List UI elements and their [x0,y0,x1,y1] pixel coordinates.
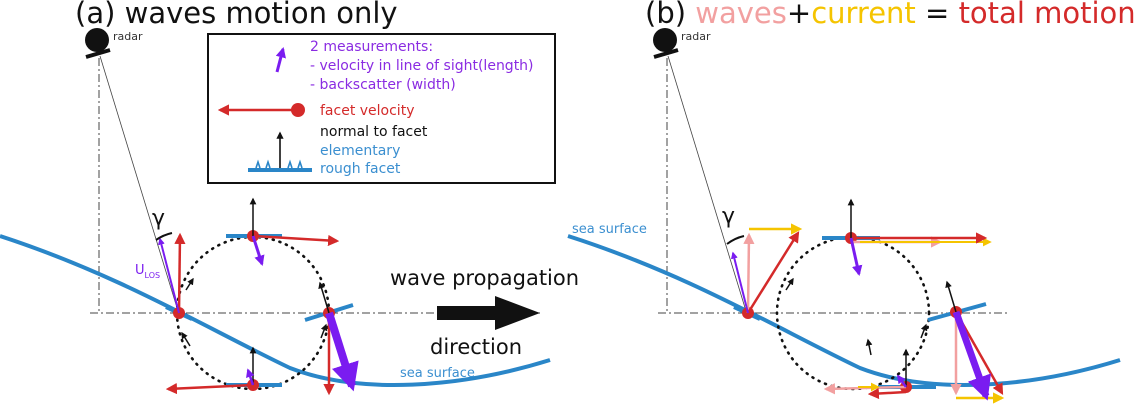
ulos-label: ULOS [135,263,160,280]
legend-rough-line1: elementary [320,143,400,159]
facet-bottom [165,346,282,395]
orbit-direction-arrow [785,277,794,291]
facet-right [304,281,359,396]
wave-propagation-arrow [437,296,540,330]
legend-measurement-1: - velocity in line of sight(length) [310,58,534,74]
legend-measurements-title: 2 measurements: [310,39,433,55]
radar-label: radar [681,30,711,43]
legend-rough-line2: rough facet [320,161,401,177]
orbit-direction-arrow [865,338,873,356]
radar-icon [653,28,679,59]
facet-left [155,232,193,321]
panel-a-title: (a) waves motion only [75,0,398,30]
orbit-direction-arrow [320,323,328,339]
panel-a: (a) waves motion only radar sea surface … [0,0,579,396]
legend-box: 2 measurements: - velocity in line of si… [207,33,556,184]
facet-bottom [823,348,936,400]
sea-surface-curve [567,234,1121,387]
gamma-label: γ [152,206,165,231]
facet-right [927,280,1005,404]
facet-top [822,198,992,277]
wave-propagation-label: wave propagation [390,266,579,290]
orbit-direction-arrow [181,331,191,347]
sea-surface-label: sea surface [572,222,647,237]
legend-measurement-arrow [275,46,286,73]
legend-rough-facet-icon [248,159,312,172]
sea-surface-curve [0,234,551,387]
line-of-sight [99,55,179,312]
radar-icon [85,28,111,59]
facet-top [226,197,340,266]
radar-label: radar [113,30,143,43]
panel-b: (b) waves+current = total motion radar s… [567,0,1136,404]
orbit-direction-arrow [185,277,194,291]
legend-facet-dot [291,103,305,117]
gamma-label: γ [722,204,735,229]
wave-direction-label: direction [430,335,522,359]
facet-left [726,223,803,321]
line-of-sight [667,55,747,312]
panel-b-title: (b) waves+current = total motion [645,0,1136,30]
sea-surface-label: sea surface [400,366,475,381]
orbit-direction-arrow [920,323,928,339]
legend-measurement-2: - backscatter (width) [310,77,456,93]
legend-normal: normal to facet [320,124,428,140]
legend-facet-velocity: facet velocity [320,103,414,119]
